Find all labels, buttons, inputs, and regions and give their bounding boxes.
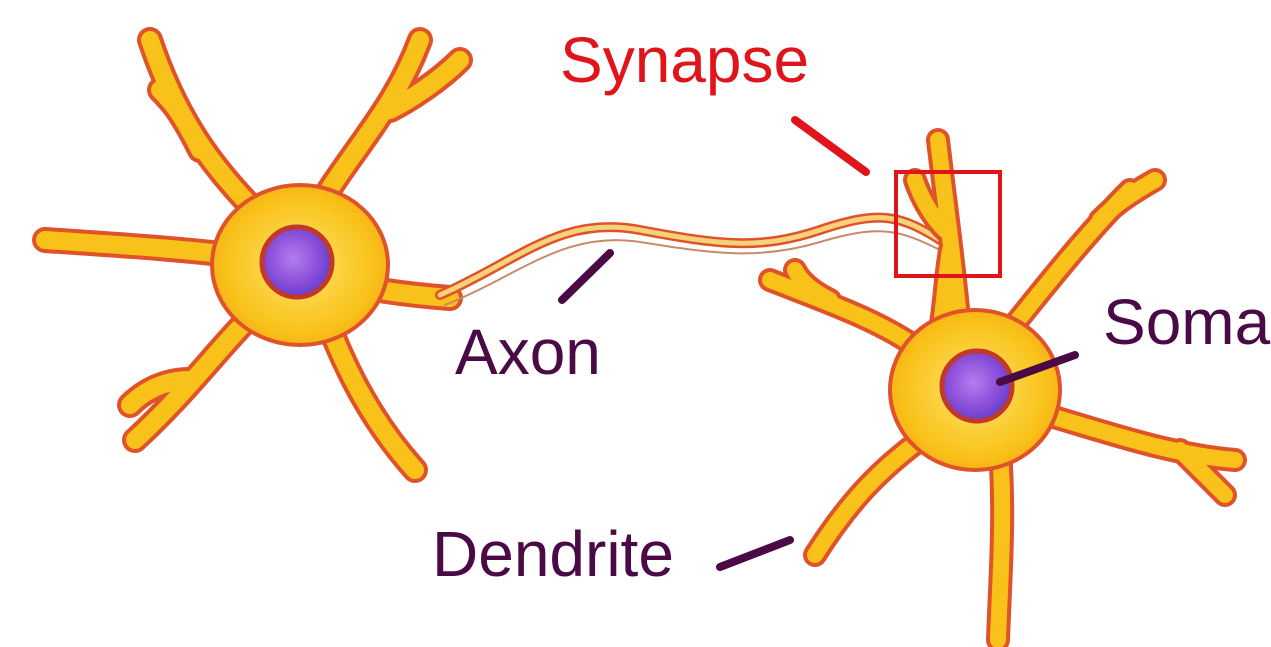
- axon-label: Axon: [455, 320, 601, 384]
- left-nucleus: [262, 227, 332, 297]
- right-neuron: [770, 140, 1235, 640]
- axon-leader-line: [562, 253, 610, 300]
- synapse-leader-line: [795, 120, 866, 172]
- dendrite-label: Dendrite: [432, 522, 674, 586]
- synapse-label: Synapse: [560, 28, 809, 92]
- dendrite-leader-line: [720, 540, 790, 567]
- soma-label: Soma: [1103, 290, 1270, 354]
- axon: [440, 218, 940, 305]
- left-neuron: [45, 40, 460, 470]
- right-nucleus: [942, 351, 1012, 421]
